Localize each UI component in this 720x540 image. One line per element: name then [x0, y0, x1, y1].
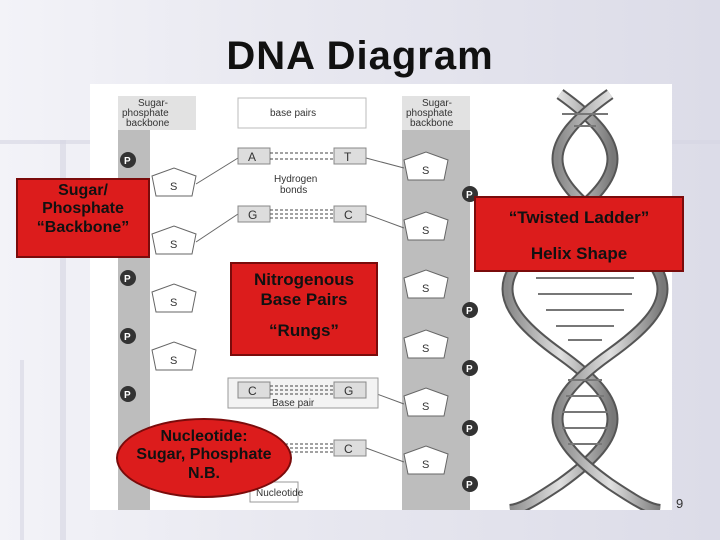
phosphate: [462, 302, 478, 318]
base-letter: C: [248, 384, 257, 398]
base-pair-3: C G Base pair: [227, 377, 379, 409]
sugar-label: S: [170, 355, 177, 367]
phosphate-label: P: [466, 306, 473, 317]
sugar: [151, 225, 197, 255]
sugar: [151, 283, 197, 313]
phosphate: [462, 360, 478, 376]
page-number: 9: [676, 496, 684, 511]
sugar: [403, 329, 449, 359]
phosphate: [120, 270, 136, 286]
base-box: [333, 439, 367, 457]
base-box: [333, 381, 367, 399]
right-backbone-header: [402, 96, 470, 130]
base-letter: C: [344, 442, 353, 456]
base-letter: G: [344, 384, 353, 398]
phosphate-label: P: [124, 332, 131, 343]
double-helix: [501, 89, 669, 510]
base-letter: C: [344, 208, 353, 222]
sugar-label: S: [170, 181, 177, 193]
phosphate: [462, 420, 478, 436]
phosphate: [462, 476, 478, 492]
phosphate-label: P: [466, 424, 473, 435]
left-backbone-label-3: backbone: [126, 118, 170, 129]
base-letter: G: [248, 208, 257, 222]
base-letter: A: [248, 150, 256, 164]
sugar: [403, 269, 449, 299]
right-sugars: S S S S S S: [403, 151, 449, 475]
sugar-label: S: [170, 297, 177, 309]
sugar: [403, 445, 449, 475]
base-box: [333, 147, 367, 165]
phosphate: [120, 386, 136, 402]
sugar: [403, 151, 449, 181]
sugar-label: S: [422, 283, 429, 295]
sugar: [403, 211, 449, 241]
dna-diagram: Sugar- phosphate backbone Sugar- phospha…: [90, 84, 672, 510]
phosphate-label: P: [466, 190, 473, 201]
phosphate-label: P: [466, 364, 473, 375]
slide-title: DNA Diagram: [226, 34, 494, 78]
background-stripe: [60, 140, 66, 540]
right-backbone-label-2: phosphate: [406, 108, 453, 119]
left-sugars: S S S S: [151, 167, 197, 371]
base-pairs-header: [237, 97, 367, 129]
nucleotide-label: Nucleotide: [256, 488, 304, 499]
base-box: [237, 147, 271, 165]
right-backbone-label-1: Sugar-: [422, 98, 452, 109]
base-pairs-callout: Nitrogenous Base Pairs “Rungs”: [230, 262, 378, 356]
sugar-label: S: [422, 459, 429, 471]
twisted-ladder-callout: “Twisted Ladder” Helix Shape: [474, 196, 684, 272]
left-backbone-label-1: Sugar-: [138, 98, 168, 109]
base-box: [333, 205, 367, 223]
base-pair-1: A T: [237, 147, 367, 165]
sugar-label: S: [422, 401, 429, 413]
backbone-callout: Sugar/ Phosphate “Backbone”: [16, 178, 150, 258]
phosphate-label: P: [124, 156, 131, 167]
phosphate-label: P: [466, 480, 473, 491]
base-pairs-label: base pairs: [270, 108, 316, 119]
sugar-label: S: [422, 225, 429, 237]
nucleotide-callout: Nucleotide: Sugar, Phosphate N.B.: [116, 418, 292, 498]
phosphate: [120, 152, 136, 168]
left-backbone-label-2: phosphate: [122, 108, 169, 119]
sugar: [403, 387, 449, 417]
phosphate-label: P: [124, 274, 131, 285]
left-backbone-header: [118, 96, 196, 130]
sugar-label: S: [170, 239, 177, 251]
background-stripe: [20, 360, 24, 540]
sugar: [151, 341, 197, 371]
base-pair-2: G C: [237, 205, 367, 223]
helix-rungs: [536, 113, 634, 445]
sugar-label: S: [422, 343, 429, 355]
sugar-label: S: [422, 165, 429, 177]
right-backbone-label-3: backbone: [410, 118, 454, 129]
phosphate: [120, 328, 136, 344]
base-letter: T: [344, 150, 352, 164]
phosphate-label: P: [124, 390, 131, 401]
sugar: [151, 167, 197, 197]
base-pair-label: Base pair: [272, 398, 315, 409]
